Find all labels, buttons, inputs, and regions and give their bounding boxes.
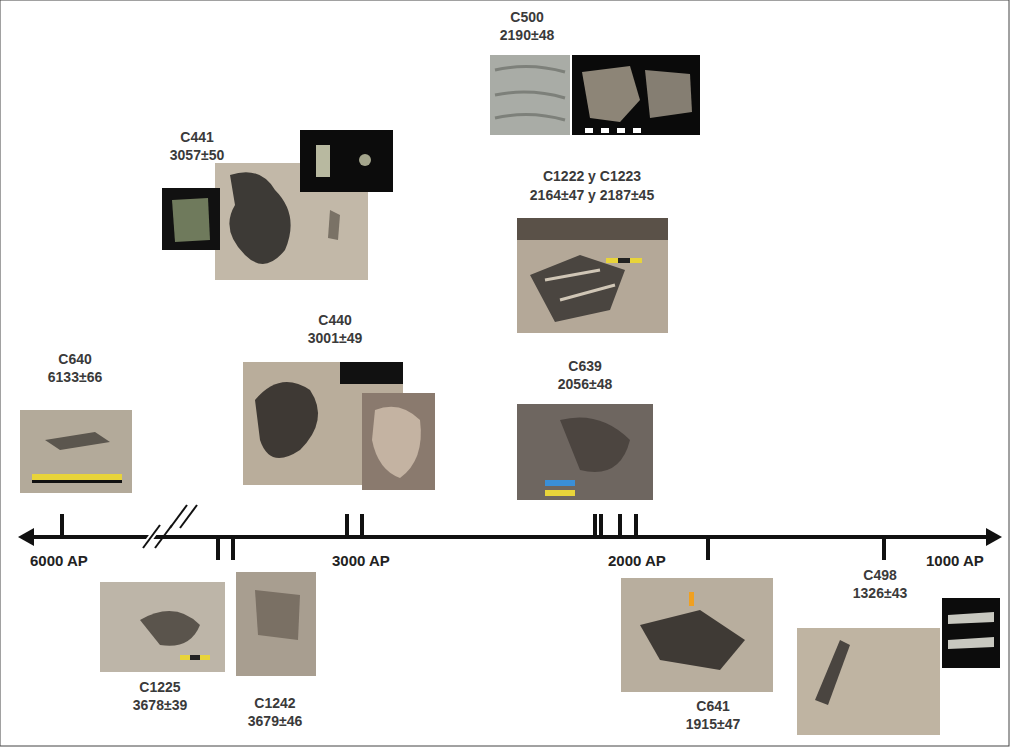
sample-label: 2190±48: [500, 26, 554, 44]
sample-label: C1225: [139, 678, 180, 696]
sample-label: 2056±48: [558, 375, 612, 393]
sample-label: C498: [863, 566, 896, 584]
sample-label: 3679±46: [248, 712, 302, 730]
sample-label: C441: [180, 128, 213, 146]
sample-label: C500: [510, 8, 543, 26]
sample-label: C640: [58, 350, 91, 368]
axis-label: 3000 AP: [332, 552, 390, 570]
sample-label: 3057±50: [170, 146, 224, 164]
sample-label: C641: [696, 697, 729, 715]
axis-label: 6000 AP: [30, 552, 88, 570]
axis-label: 1000 AP: [926, 552, 984, 570]
sample-label: 1915±47: [686, 715, 740, 733]
sample-label: 3678±39: [133, 696, 187, 714]
sample-label: C440: [318, 311, 351, 329]
axis-label: 2000 AP: [608, 552, 666, 570]
sample-label: 3001±49: [308, 329, 362, 347]
sample-label: 6133±66: [48, 368, 102, 386]
sample-label: C1222 y C1223: [543, 167, 641, 185]
sample-label: C639: [568, 357, 601, 375]
sample-label: 2164±47 y 2187±45: [530, 186, 654, 204]
sample-label: 1326±43: [853, 584, 907, 602]
sample-label: C1242: [254, 694, 295, 712]
